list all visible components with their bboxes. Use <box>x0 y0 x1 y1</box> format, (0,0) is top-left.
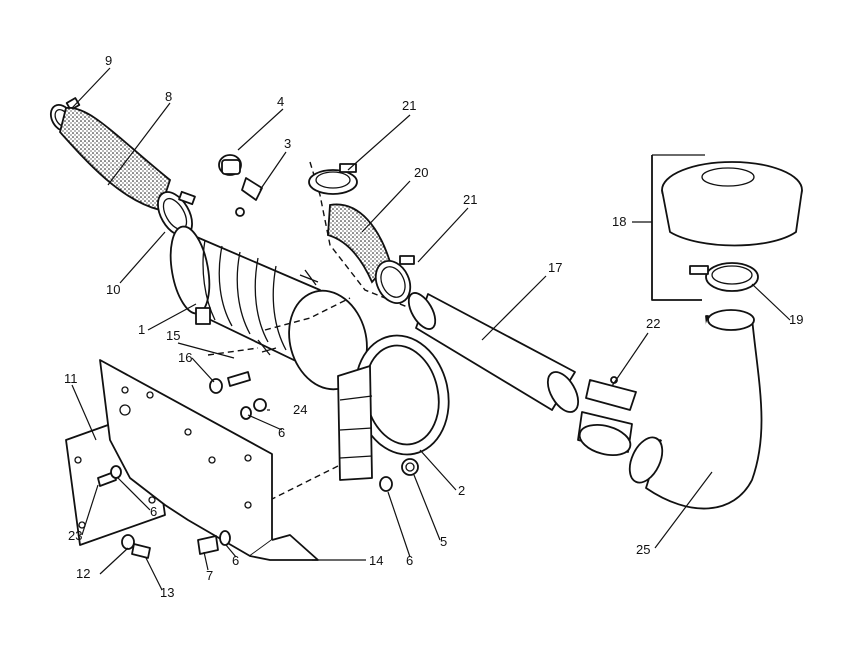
callout-2: 2 <box>458 483 465 498</box>
bolt-part-7 <box>197 535 219 555</box>
callout-1: 1 <box>138 322 145 337</box>
callout-24: 24 <box>293 402 307 417</box>
callout-21-top: 21 <box>402 98 416 113</box>
callout-17: 17 <box>548 260 562 275</box>
callout-4: 4 <box>277 94 284 109</box>
leader-lines <box>71 67 791 591</box>
tube-part-17 <box>407 292 580 413</box>
callout-18: 18 <box>612 214 626 229</box>
hose-clamp-part-10 <box>157 190 196 237</box>
bolt-part-15 <box>227 371 251 387</box>
nut-part-5 <box>401 458 419 476</box>
band-clamp-part-22 <box>577 376 637 457</box>
callout-20: 20 <box>414 165 428 180</box>
washer-part-16 <box>209 378 223 394</box>
callout-19: 19 <box>789 312 803 327</box>
callout-7: 7 <box>206 568 213 583</box>
callout-25: 25 <box>636 542 650 557</box>
callout-6-plate: 6 <box>150 504 157 519</box>
callout-5: 5 <box>440 534 447 549</box>
hose-clamp-part-21-top <box>308 163 358 195</box>
intake-hose-part-8 <box>59 107 172 212</box>
callout-labels: 9 8 4 3 21 20 21 17 18 19 22 10 1 15 16 … <box>64 53 803 600</box>
nut-part-24 <box>253 398 267 412</box>
callout-15: 15 <box>166 328 180 343</box>
curved-pipe-part-25 <box>628 309 763 510</box>
washer-part-6-bracket <box>240 406 252 420</box>
callout-13: 13 <box>160 585 174 600</box>
washer-part-6-lower <box>219 530 231 546</box>
hose-clamp-part-21-bottom <box>374 255 415 304</box>
callout-16: 16 <box>178 350 192 365</box>
mounting-band-part-2 <box>337 334 450 481</box>
callout-3: 3 <box>284 136 291 151</box>
air-filter-housing-part-1 <box>169 225 368 391</box>
callout-9: 9 <box>105 53 112 68</box>
callout-12: 12 <box>76 566 90 581</box>
callout-8: 8 <box>165 89 172 104</box>
callout-6-band: 6 <box>406 553 413 568</box>
bolt-part-13 <box>131 543 151 559</box>
restriction-indicator-part-4 <box>218 154 242 176</box>
callout-22: 22 <box>646 316 660 331</box>
callout-21-bottom: 21 <box>463 192 477 207</box>
callout-11: 11 <box>64 371 78 386</box>
callout-23: 23 <box>68 528 82 543</box>
callout-10: 10 <box>106 282 120 297</box>
washer-part-6-plate <box>110 465 122 479</box>
clamp-part-19 <box>689 262 759 292</box>
washer-part-6-band <box>379 476 393 492</box>
callout-6-lower: 6 <box>232 553 239 568</box>
callout-6-bracket: 6 <box>278 425 285 440</box>
mounting-bracket-part-14 <box>99 359 319 561</box>
washer-part-12 <box>121 534 135 550</box>
pre-cleaner-cap-part-18 <box>651 154 803 301</box>
adapter-part-3 <box>235 177 263 217</box>
callout-14: 14 <box>369 553 383 568</box>
